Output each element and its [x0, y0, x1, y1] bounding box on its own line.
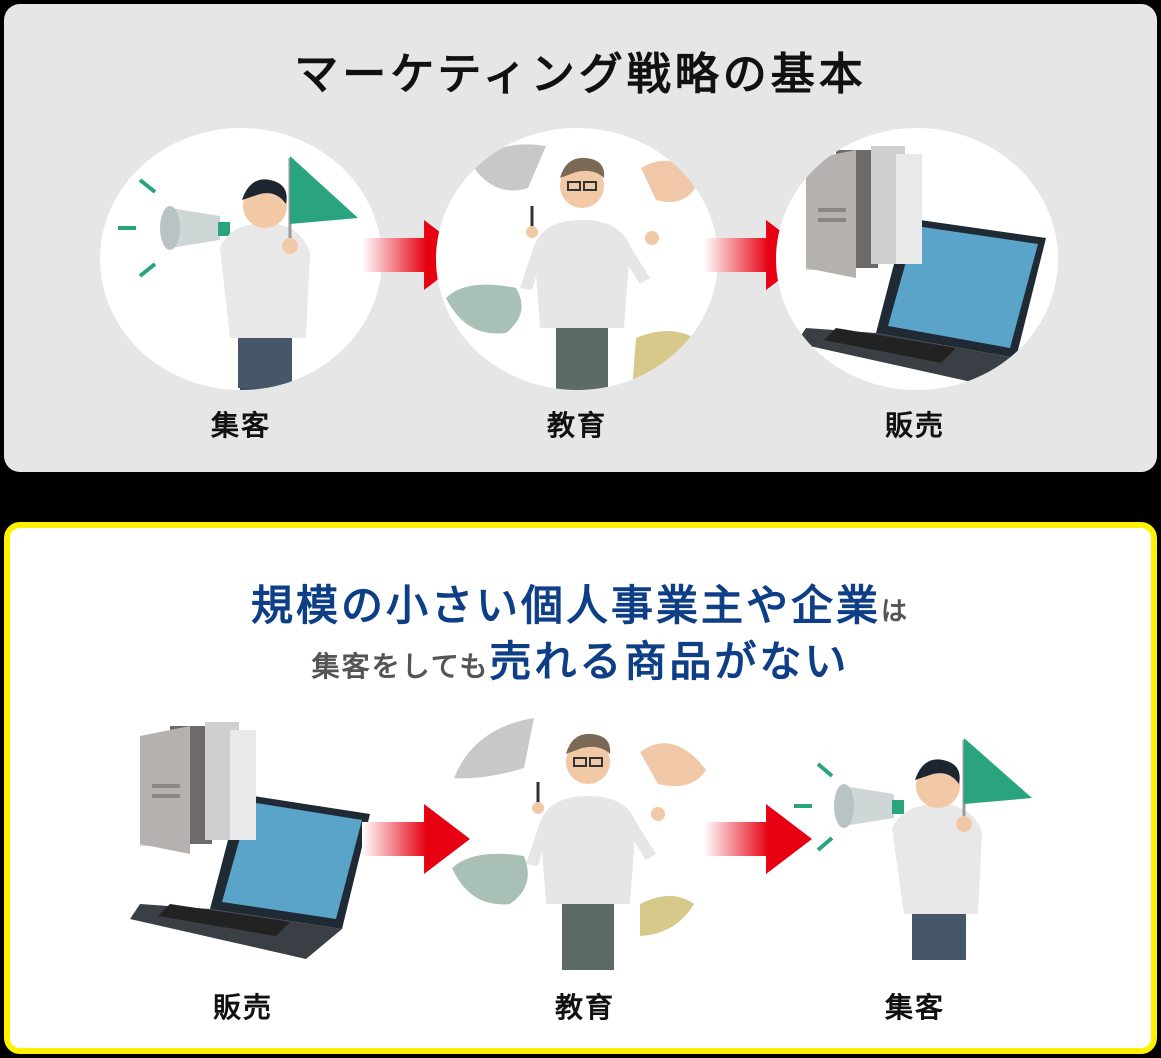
basic-strategy-panel: マーケティング戦略の基本 集客 — [4, 4, 1157, 472]
step-label: 集客 — [141, 404, 341, 444]
megaphone-person-icon — [784, 728, 1044, 968]
panel-title: マーケティング戦略の基本 — [4, 38, 1157, 102]
step-circle-attract — [100, 128, 382, 390]
problem-headline-line1: 規模の小さい個人事業主や企業は — [10, 572, 1151, 633]
step-circle-sell — [776, 128, 1058, 390]
step-label: 教育 — [477, 404, 677, 444]
headline-condition: 集客をしても — [312, 650, 490, 683]
headline-particle: は — [881, 597, 910, 627]
step-label: 販売 — [143, 986, 343, 1026]
step-label: 販売 — [815, 404, 1015, 444]
step-label: 集客 — [815, 986, 1015, 1026]
teacher-person-icon — [444, 708, 726, 970]
megaphone-person-icon — [100, 128, 382, 390]
problem-panel: 規模の小さい個人事業主や企業は 集客をしても売れる商品がない 販売 — [4, 522, 1157, 1054]
laptop-books-icon — [776, 128, 1058, 390]
step-label: 教育 — [485, 986, 685, 1026]
problem-headline-line2: 集客をしても売れる商品がない — [10, 628, 1151, 689]
step-circle-educate — [436, 128, 718, 390]
headline-problem: 売れる商品がない — [489, 637, 849, 686]
laptop-books-icon — [130, 714, 380, 964]
headline-subject: 規模の小さい個人事業主や企業 — [251, 581, 881, 630]
teacher-person-icon — [436, 128, 718, 390]
